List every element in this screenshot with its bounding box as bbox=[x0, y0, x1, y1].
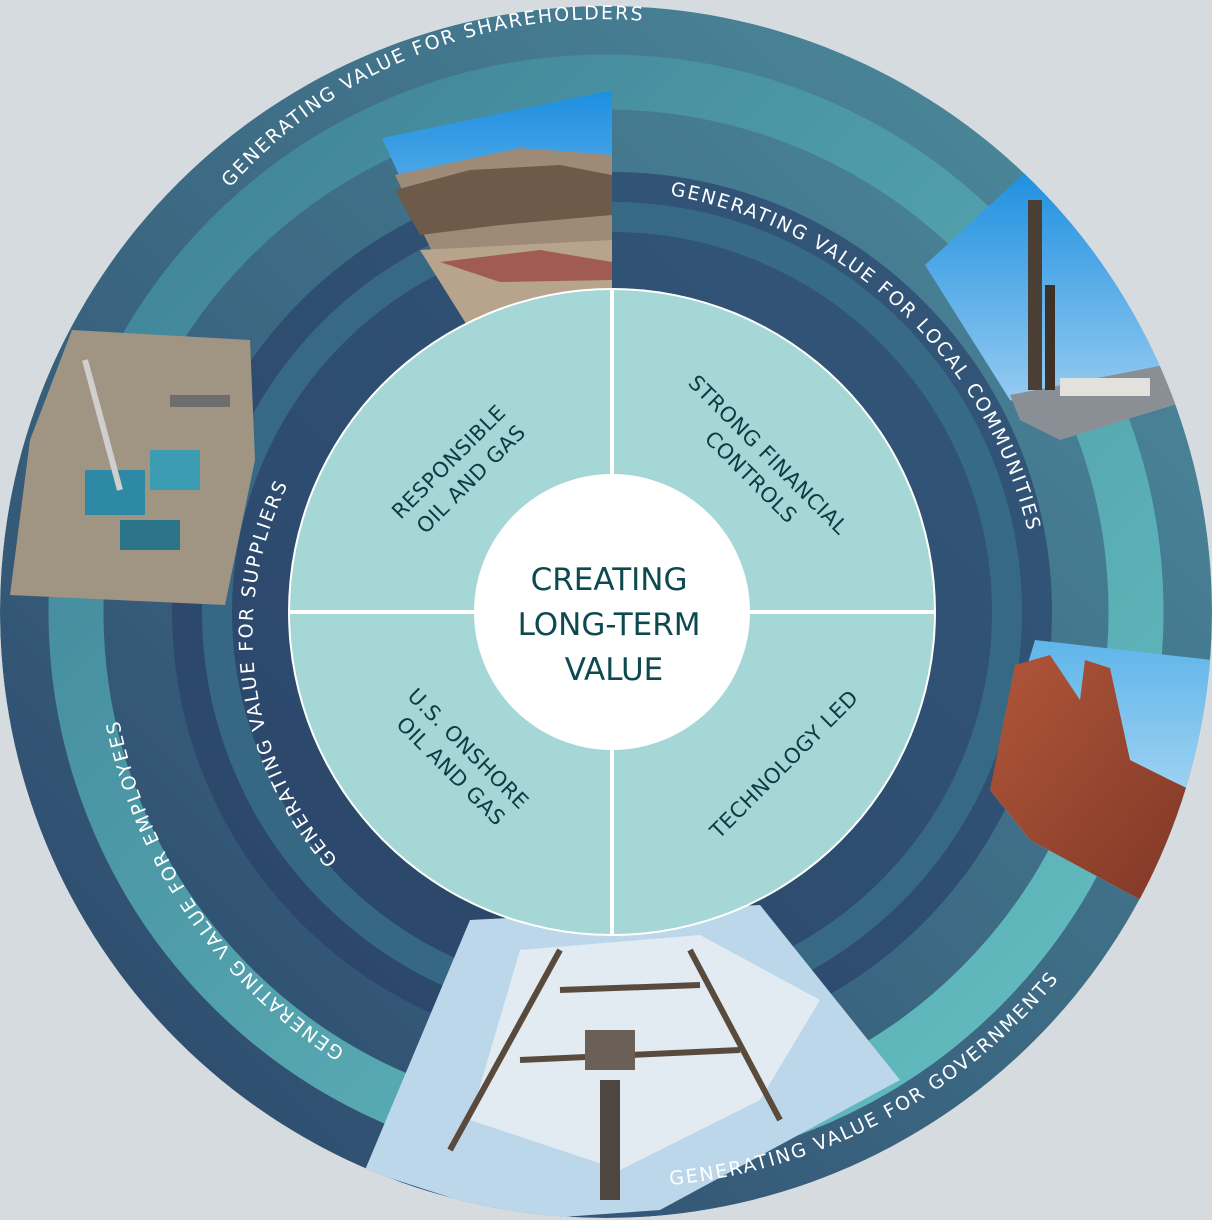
inner-quadrant-circle bbox=[288, 288, 936, 936]
desert-mesa-photo bbox=[382, 90, 612, 330]
drilling-rig-photo bbox=[925, 168, 1190, 440]
aerial-site-photo bbox=[10, 330, 255, 605]
center-title: CREATING LONG-TERM VALUE bbox=[518, 562, 711, 688]
center-circle bbox=[474, 474, 750, 750]
red-rock-photo bbox=[990, 640, 1212, 930]
rig-underside-photo bbox=[365, 905, 900, 1218]
